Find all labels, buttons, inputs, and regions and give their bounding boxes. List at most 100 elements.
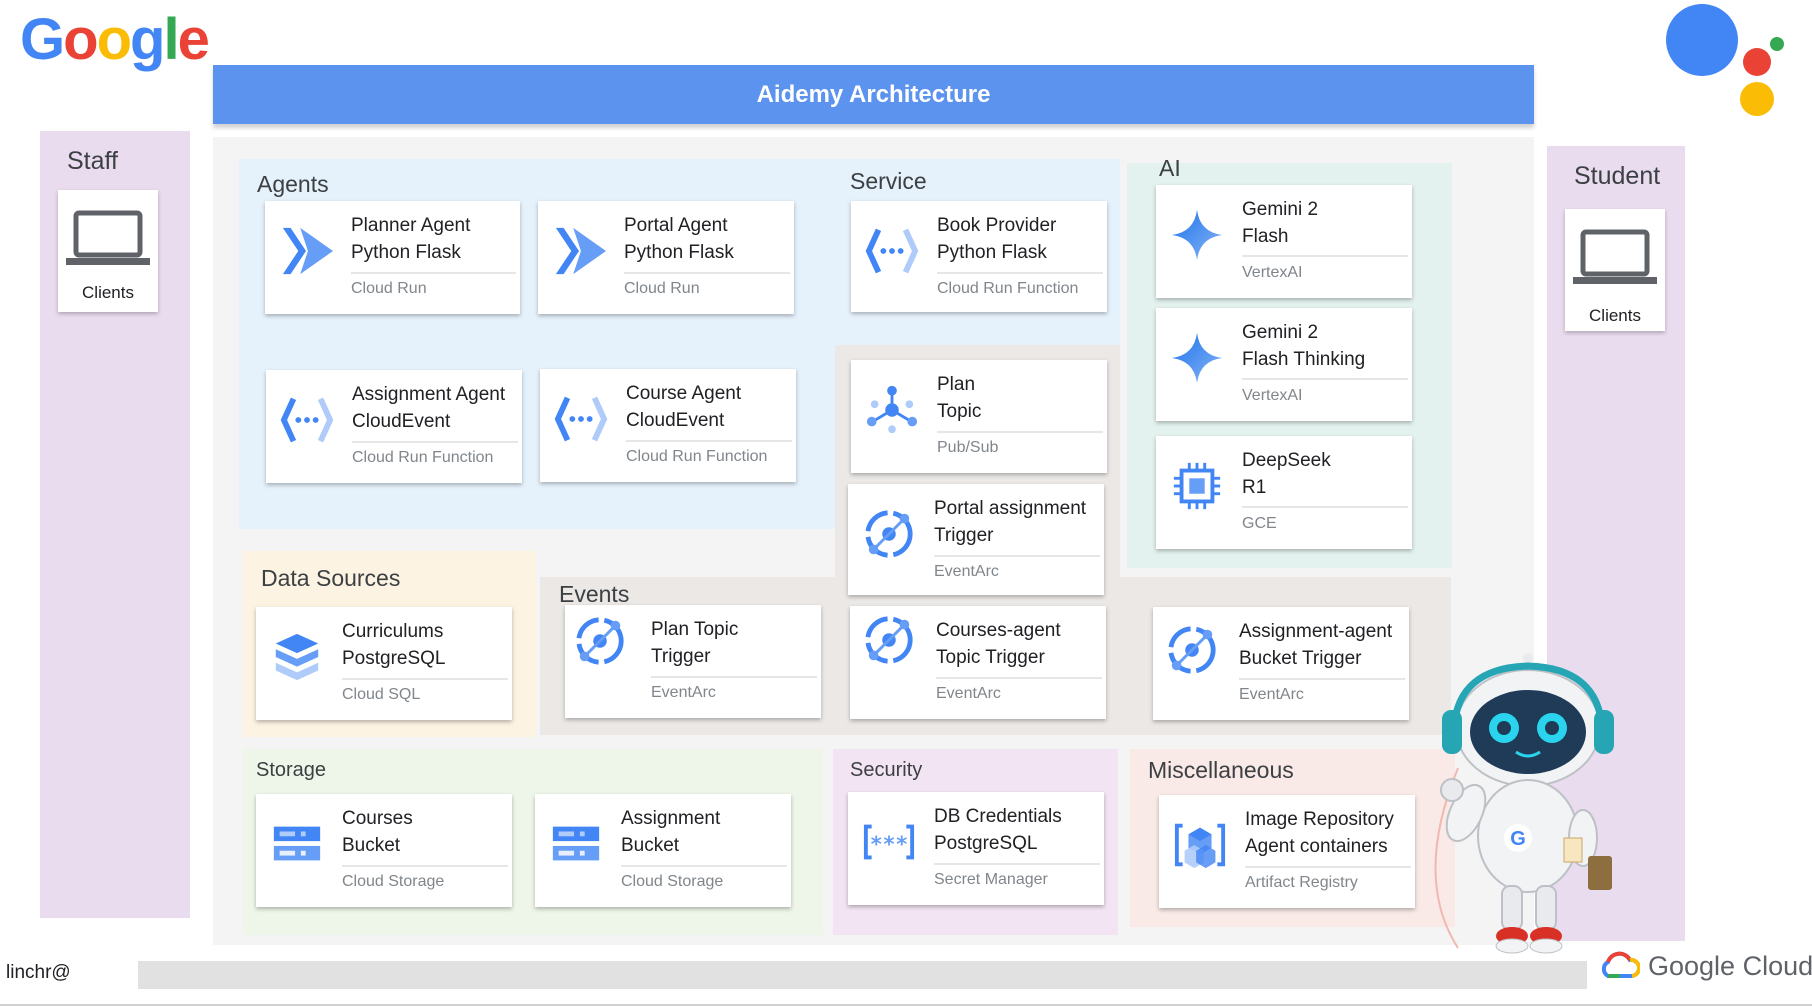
card-subtitle: Trigger (651, 646, 711, 667)
card-product: Pub/Sub (937, 439, 999, 456)
card-subtitle: CloudEvent (352, 411, 451, 432)
card-product: VertexAI (1242, 387, 1303, 404)
portal-agent-card[interactable]: Portal Agent Python Flask Cloud Run (538, 201, 794, 314)
card-product: Cloud Storage (621, 873, 724, 890)
card-title: Book Provider (937, 215, 1057, 236)
divider (651, 676, 817, 678)
planner-agent-card[interactable]: Planner Agent Python Flask Cloud Run (265, 201, 520, 314)
secret-manager-icon: *** (863, 824, 915, 860)
assignment-agent-trigger-card[interactable]: Assignment-agent Bucket Trigger EventArc (1153, 607, 1409, 720)
cloud-run-icon (555, 227, 606, 275)
divider (621, 865, 787, 867)
card-title: Course Agent (626, 383, 742, 404)
db-credentials-card[interactable]: *** DB Credentials PostgreSQL Secret Man… (848, 792, 1104, 905)
divider (352, 441, 518, 443)
assignment-bucket-card[interactable]: Assignment Bucket Cloud Storage (535, 794, 791, 907)
divider (1245, 866, 1411, 868)
divider (342, 678, 508, 680)
robot-mascot-icon: G (1434, 653, 1614, 954)
divider (1242, 255, 1408, 257)
divider (936, 677, 1102, 679)
card-subtitle: Flash (1242, 226, 1289, 247)
cloud-functions-icon (280, 397, 334, 443)
logo-letter: g (130, 7, 165, 72)
book-provider-card[interactable]: Book Provider Python Flask Cloud Run Fun… (851, 201, 1107, 312)
card-product: Cloud Run Function (626, 448, 768, 465)
card-title: Assignment (621, 808, 721, 829)
card-product: Cloud Run (624, 280, 700, 297)
divider (937, 272, 1103, 274)
card-subtitle: R1 (1242, 477, 1267, 498)
gemini-flash-thinking-card[interactable]: Gemini 2 Flash Thinking VertexAI (1156, 308, 1412, 421)
divider (351, 272, 516, 274)
deepseek-card[interactable]: DeepSeek R1 GCE (1156, 436, 1412, 549)
artifact-registry-icon (1174, 823, 1226, 869)
card-subtitle: PostgreSQL (342, 648, 446, 669)
card-subtitle: Bucket (621, 835, 680, 856)
staff-clients-card[interactable]: Clients (58, 190, 158, 312)
card-title: Courses (342, 808, 413, 829)
logo-letter: e (177, 7, 210, 72)
divider (624, 272, 790, 274)
google-logo: Google (20, 6, 210, 73)
footer-user: linchr@ (6, 962, 71, 983)
divider (934, 863, 1100, 865)
svg-text:***: *** (870, 833, 908, 858)
cloud-functions-icon (865, 228, 919, 274)
card-title: Planner Agent (351, 215, 471, 236)
cloud-storage-icon (552, 826, 600, 861)
cloud-storage-icon (273, 826, 321, 861)
card-product: EventArc (651, 684, 716, 701)
card-title: Assignment-agent (1239, 621, 1393, 642)
gemini-sparkle-icon (1171, 332, 1223, 384)
student-clients-card[interactable]: Clients (1565, 209, 1665, 331)
card-product: Cloud SQL (342, 686, 421, 703)
eventarc-icon (576, 617, 624, 665)
eventarc-icon (865, 616, 913, 664)
svg-text:G: G (1510, 828, 1526, 850)
course-agent-card[interactable]: Course Agent CloudEvent Cloud Run Functi… (540, 369, 796, 482)
events-title: Events (559, 581, 630, 607)
card-subtitle: CloudEvent (626, 410, 725, 431)
card-title: DB Credentials (934, 806, 1062, 827)
card-subtitle: Bucket (342, 835, 401, 856)
staff-title: Staff (67, 147, 118, 175)
card-product: GCE (1242, 515, 1277, 532)
assignment-agent-card[interactable]: Assignment Agent CloudEvent Cloud Run Fu… (266, 370, 522, 483)
portal-assignment-trigger-card[interactable]: Portal assignment Trigger EventArc (848, 484, 1104, 595)
assistant-dots-icon (1666, 4, 1784, 116)
data-sources-title: Data Sources (261, 565, 401, 591)
plan-topic-card[interactable]: Plan Topic Pub/Sub (851, 360, 1107, 473)
card-subtitle: PostgreSQL (934, 833, 1038, 854)
logo-letter: o (63, 7, 98, 72)
logo-letter: G (20, 7, 65, 72)
google-cloud-brand: Google Cloud (1648, 951, 1812, 981)
divider (626, 440, 792, 442)
divider (1242, 506, 1408, 508)
courses-bucket-card[interactable]: Courses Bucket Cloud Storage (256, 794, 512, 907)
card-subtitle: Python Flask (624, 242, 734, 263)
card-title: Courses-agent (936, 620, 1061, 641)
card-product: VertexAI (1242, 264, 1303, 281)
cloud-functions-icon (554, 396, 608, 442)
eventarc-icon (865, 510, 913, 558)
agents-title: Agents (257, 171, 329, 197)
card-title: Plan (937, 374, 976, 395)
bottom-divider (0, 1004, 1812, 1006)
card-product: Cloud Run (351, 280, 427, 297)
card-subtitle: Trigger (934, 525, 994, 546)
laptop-icon (1573, 229, 1657, 284)
courses-agent-trigger-card[interactable]: Courses-agent Topic Trigger EventArc (850, 606, 1106, 719)
curriculums-card[interactable]: Curriculums PostgreSQL Cloud SQL (256, 607, 512, 720)
divider (342, 865, 508, 867)
google-cloud-logo-icon (1601, 951, 1640, 978)
security-title: Security (850, 759, 923, 781)
gemini-flash-card[interactable]: Gemini 2 Flash VertexAI (1156, 185, 1412, 298)
card-product: EventArc (934, 563, 999, 580)
card-product: EventArc (936, 685, 1001, 702)
image-repository-card[interactable]: Image Repository Agent containers Artifa… (1159, 795, 1415, 908)
plan-topic-trigger-card[interactable]: Plan Topic Trigger EventArc (565, 605, 821, 718)
divider (937, 431, 1103, 433)
divider (934, 555, 1100, 557)
student-title: Student (1574, 162, 1661, 190)
